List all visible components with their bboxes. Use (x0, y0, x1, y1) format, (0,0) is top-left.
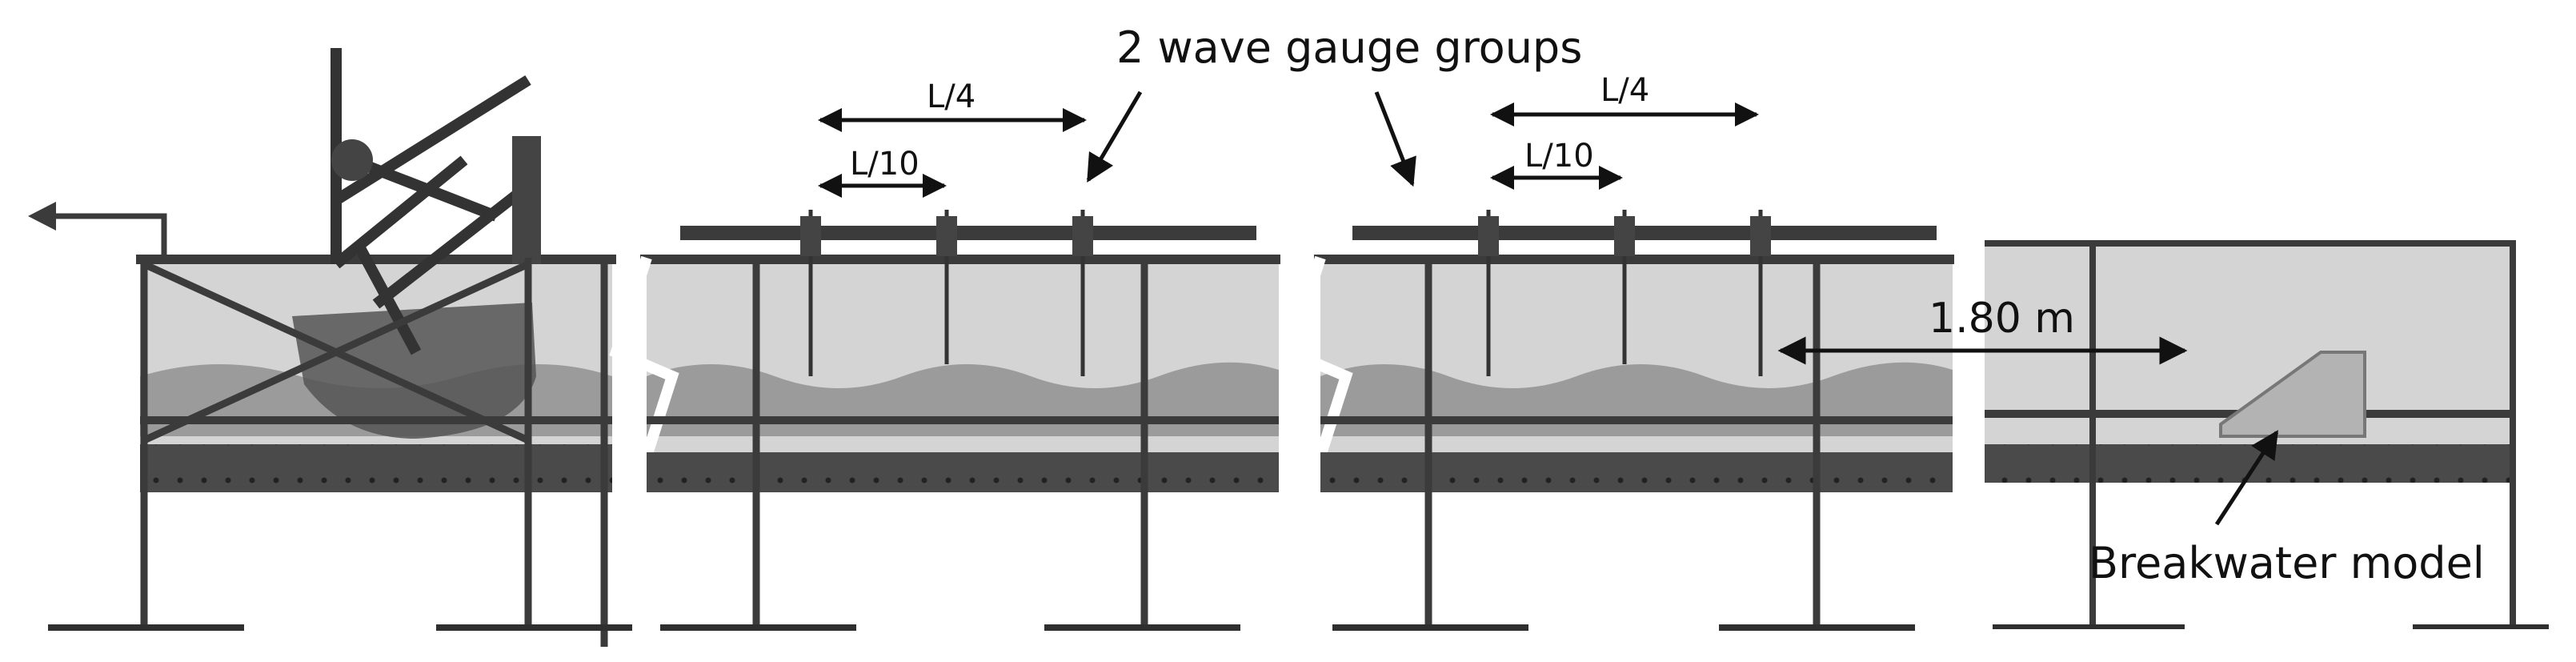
crank-handle (48, 213, 167, 258)
breakwater-model (2219, 351, 2366, 438)
pivot (331, 139, 373, 181)
support-legs (140, 258, 608, 647)
actuator (512, 136, 541, 264)
tank-rim (1314, 255, 1954, 264)
tank-rim (136, 255, 616, 264)
label-gauge-groups: 2 wave gauge groups (1116, 22, 1583, 73)
paddle (292, 303, 536, 439)
support-legs (752, 258, 1148, 624)
callout-gauge-group-1 (1086, 90, 1143, 183)
section-wavemaker (28, 48, 632, 647)
tank-rim (640, 255, 1280, 264)
gauge-clamps (1478, 216, 1771, 256)
callout-gauge-group-2 (1374, 91, 1416, 187)
section-flume-2 (1283, 210, 1954, 631)
section-flume-1 (609, 210, 1280, 631)
support-legs (2089, 240, 2516, 624)
floor-plates (48, 624, 632, 631)
base-beam (647, 452, 1279, 492)
wavemaker-frame (331, 48, 534, 355)
gauge-clamps (800, 216, 1093, 256)
base-beam (1320, 452, 1953, 492)
label-l4-b: L/4 (1600, 72, 1650, 109)
water-surface (647, 362, 1279, 436)
label-l10-b: L/10 (1524, 138, 1594, 175)
support-legs (1424, 258, 1821, 624)
base-beam (140, 444, 612, 492)
floor-plates (1993, 624, 2549, 629)
gauge-rail (680, 226, 1256, 240)
dimension-arrows (818, 90, 2279, 526)
handle-arrow-icon (28, 202, 56, 231)
label-breakwater: Breakwater model (2089, 538, 2485, 588)
water-surface (1320, 362, 1953, 436)
callout-breakwater (2214, 430, 2279, 526)
tank-rim (1985, 240, 2513, 247)
floor-plates (1332, 624, 1915, 631)
label-distance: 1.80 m (1929, 295, 2075, 343)
label-l10-a: L/10 (850, 146, 919, 183)
floor-plates (660, 624, 1240, 631)
label-l4-a: L/4 (927, 78, 976, 115)
gauge-rail (1352, 226, 1937, 240)
